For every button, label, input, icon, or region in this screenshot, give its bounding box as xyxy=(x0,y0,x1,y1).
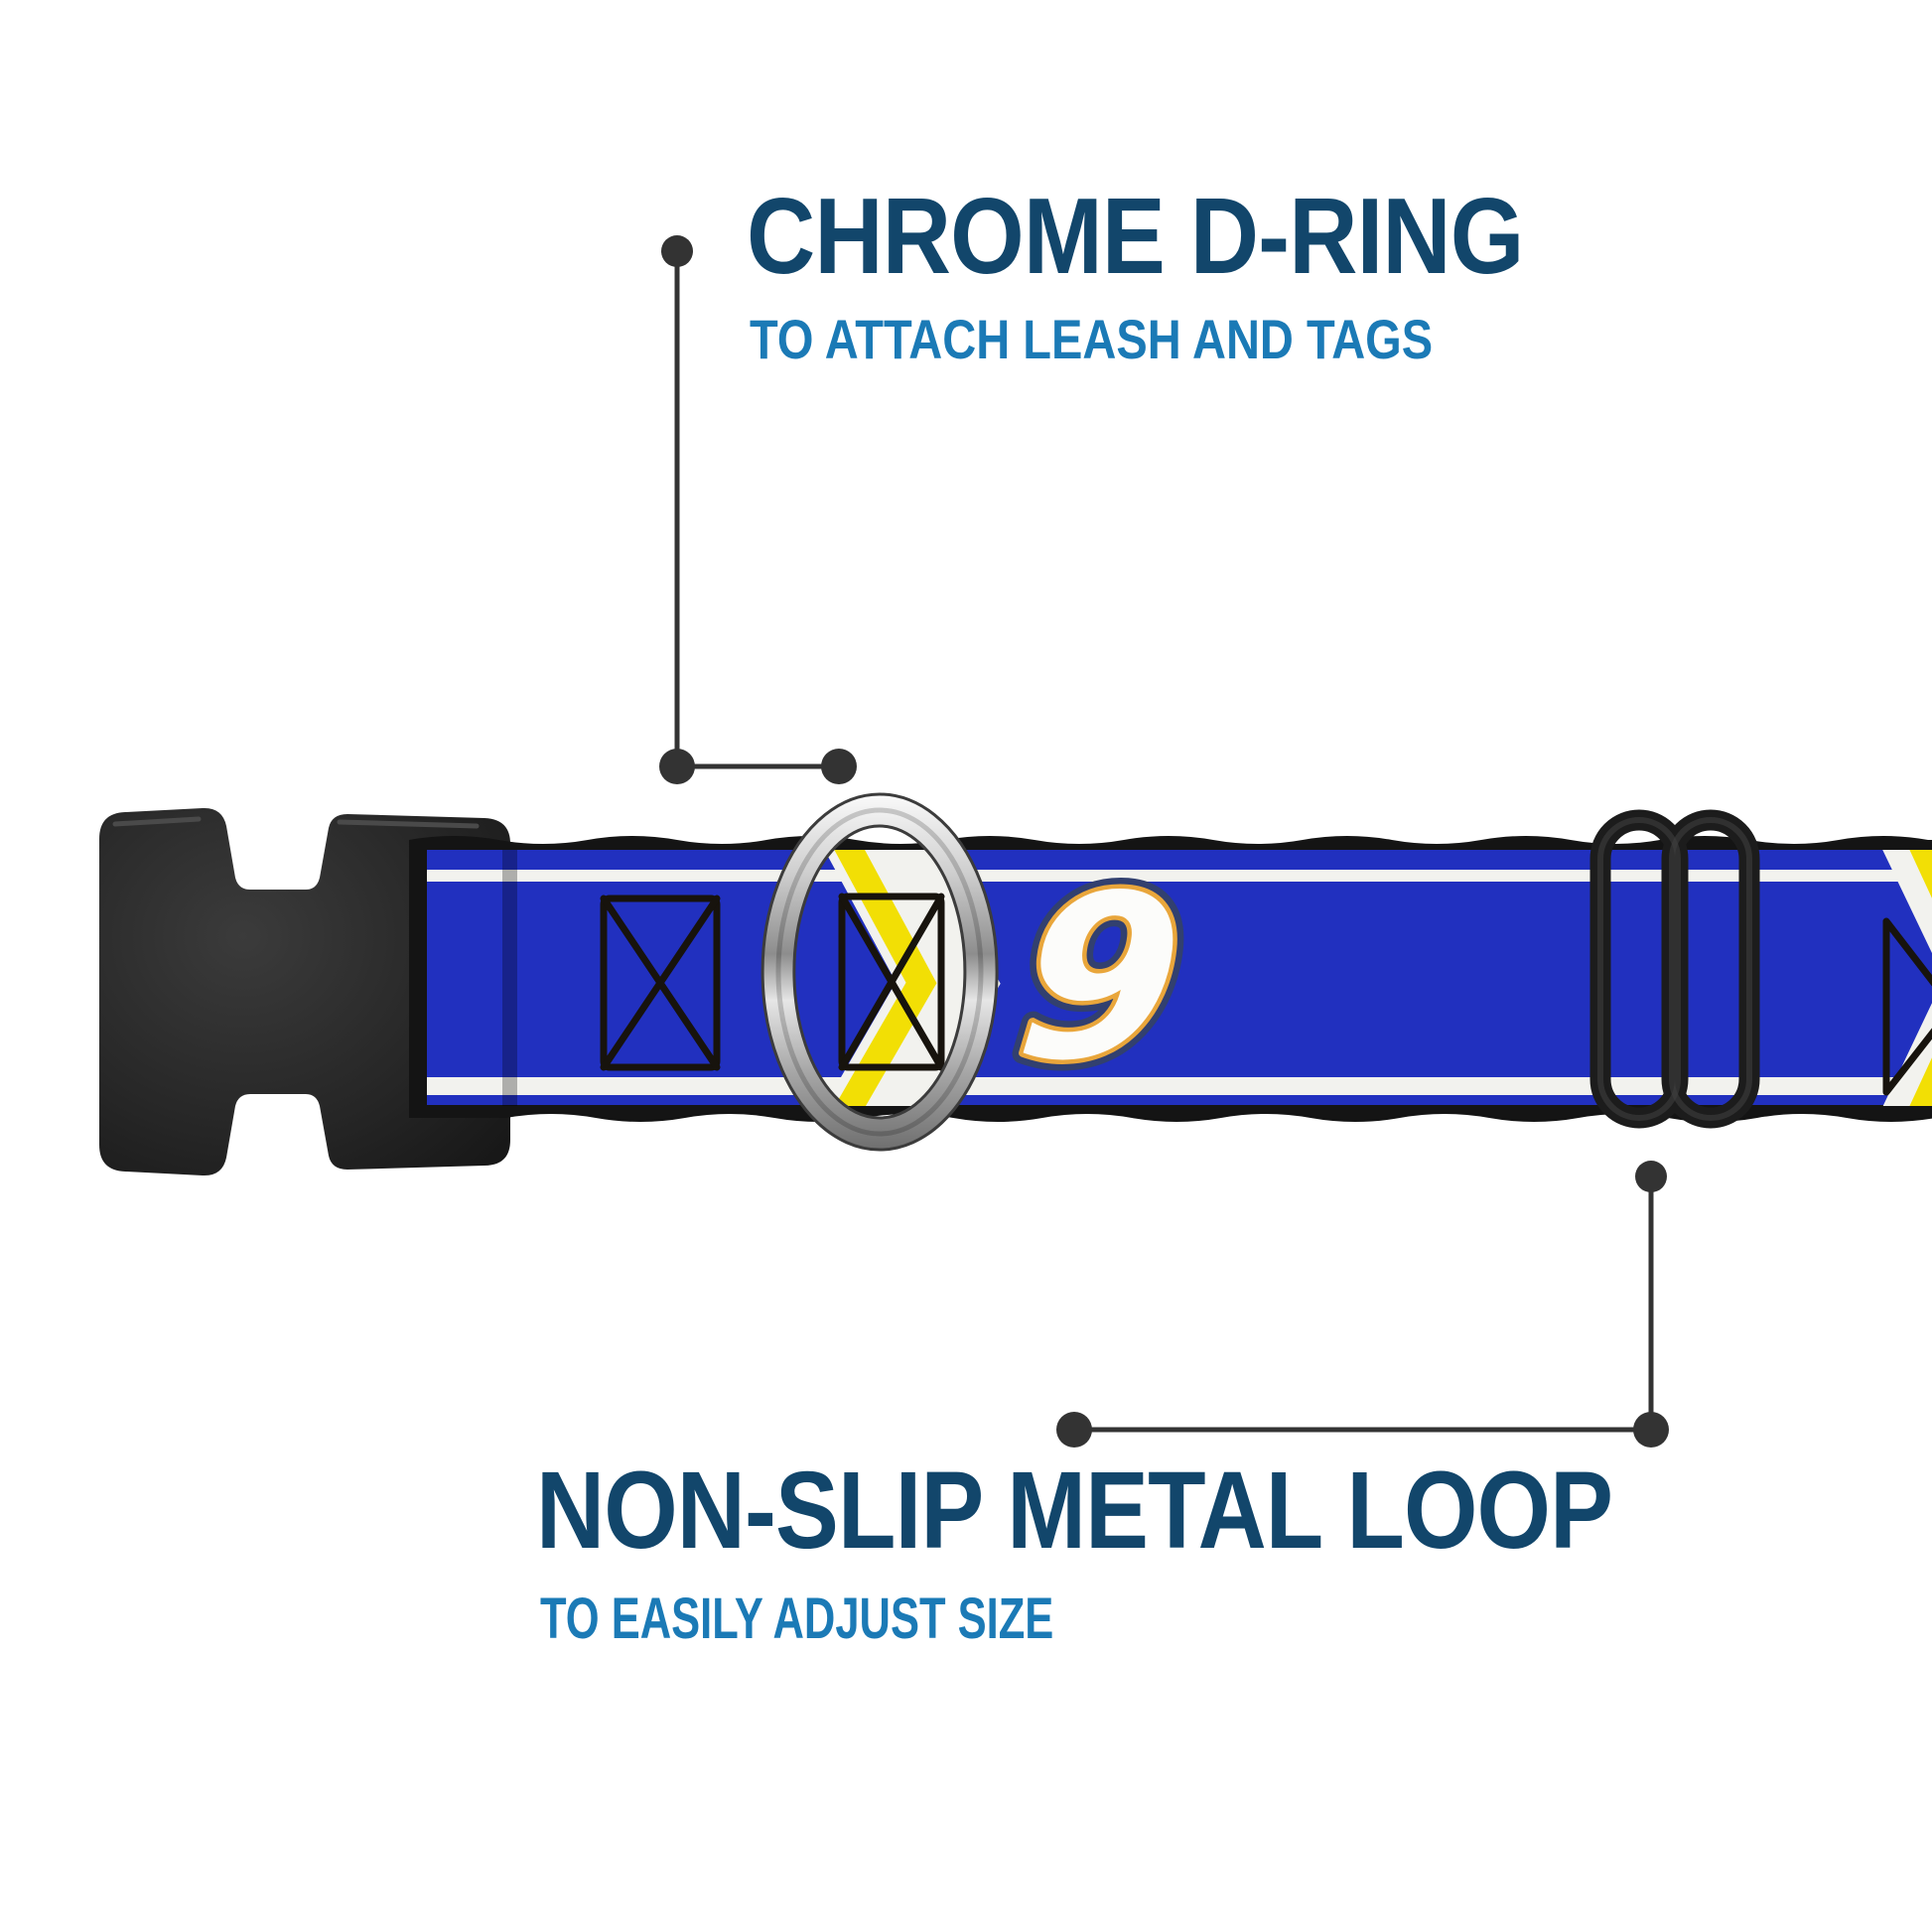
metal-loop-sheen xyxy=(1669,817,1752,1121)
callout-dot xyxy=(1633,1412,1669,1448)
callout-dot xyxy=(661,235,693,267)
crossed-box-doodle xyxy=(838,893,945,1071)
d-ring-reflection xyxy=(775,807,984,1137)
callout-dot xyxy=(1635,1161,1667,1192)
callout-d-ring xyxy=(659,235,857,784)
collar-number-outline: 9 xyxy=(1008,847,1193,1110)
d-ring-callout-title: CHROME D-RING xyxy=(747,176,1524,297)
callout-dot xyxy=(821,749,857,784)
buckle-highlight xyxy=(112,816,480,829)
metal-loop xyxy=(1589,809,1760,1129)
d-ring-callout-subtitle: TO ATTACH LEASH AND TAGS xyxy=(750,308,1434,370)
metal-loop-callout-subtitle: TO EASILY ADJUST SIZE xyxy=(540,1587,1054,1651)
chevron-stripe xyxy=(826,850,1001,1106)
callout-metal-loop xyxy=(1056,1161,1669,1448)
buckle-exit-shadow xyxy=(502,850,517,1106)
callout-dot xyxy=(1056,1412,1092,1448)
callout-dot xyxy=(659,749,695,784)
bottom-blue-line xyxy=(427,1095,1932,1105)
side-release-buckle xyxy=(99,807,510,1176)
collar-number-text: 9 xyxy=(1008,847,1193,1110)
chevron-stripe-end xyxy=(1882,850,1932,1106)
crossed-box-doodle xyxy=(600,895,721,1071)
metal-loop-callout-title: NON-SLIP METAL LOOP xyxy=(536,1449,1613,1572)
crossed-box-doodle xyxy=(1882,917,1932,1096)
collar-number: 9 9 xyxy=(997,847,1204,1110)
callout-line xyxy=(1074,1176,1654,1433)
d-ring xyxy=(760,792,999,1152)
metal-loop-sheen xyxy=(1597,817,1681,1121)
collar-strap: 9 9 xyxy=(409,836,1932,1122)
